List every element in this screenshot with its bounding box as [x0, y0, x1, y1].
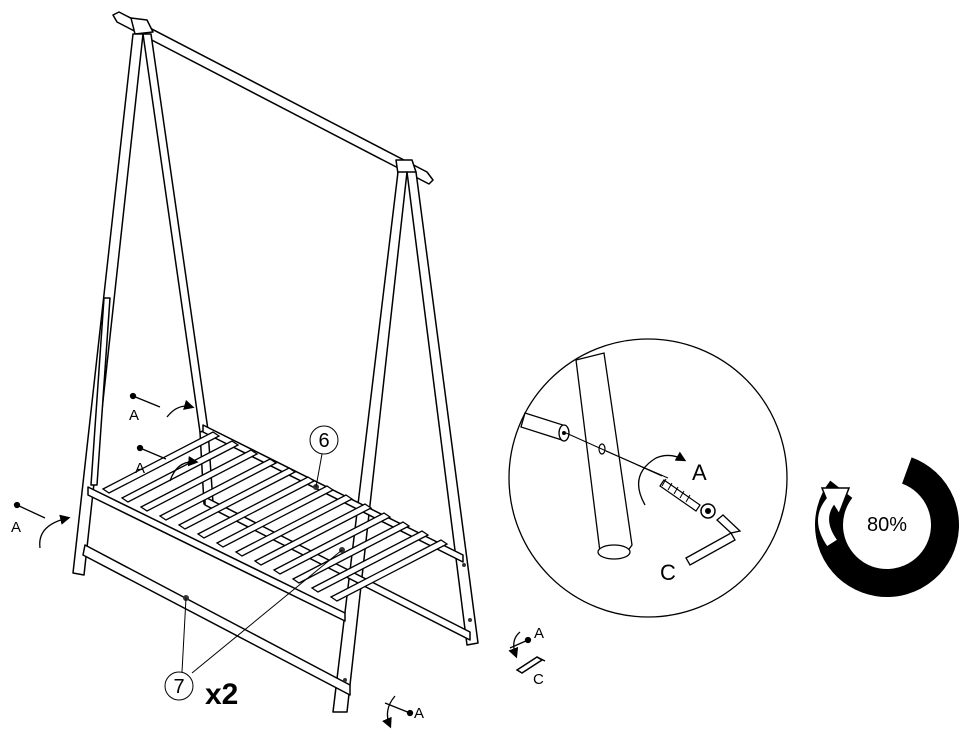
part-6-label: 6 — [318, 430, 329, 452]
screw-label-1: A — [129, 407, 139, 424]
detail-zoom: A C — [508, 338, 788, 618]
callout-part-6: 6 — [309, 425, 339, 488]
part-markers — [183, 484, 472, 682]
progress-ring-icon: 80% — [815, 453, 959, 597]
screw-label-2: A — [135, 460, 145, 477]
screw-label-4: A — [534, 625, 544, 642]
shelf-slats — [101, 431, 449, 602]
quantity-label: x2 — [205, 678, 238, 711]
shelf-front-rail — [87, 486, 346, 622]
screw-icon — [13, 392, 532, 729]
right-front-leg — [332, 171, 408, 713]
callout-part-7: 7 x2 — [164, 549, 343, 711]
part-7-label: 7 — [173, 676, 184, 698]
bottom-back-rail — [204, 496, 471, 641]
torque-percentage: 80% — [867, 514, 907, 536]
rack-frame — [72, 11, 479, 713]
rotation-arrow-icon — [816, 487, 851, 549]
allen-key-icon — [515, 656, 546, 674]
screw-labels: A A A A A — [11, 407, 544, 722]
left-back-leg — [142, 33, 209, 433]
top-rail — [112, 11, 434, 185]
left-side-bar — [90, 297, 111, 486]
detail-screw-label: A — [692, 460, 707, 485]
left-top-bracket — [130, 17, 154, 35]
screw-label-5: A — [414, 705, 424, 722]
detail-allen-key-label: C — [660, 560, 676, 585]
allen-key-label-small: C — [533, 671, 544, 688]
bottom-front-rail — [82, 544, 351, 696]
right-back-leg — [406, 171, 479, 646]
screw-label-3: A — [11, 519, 21, 536]
